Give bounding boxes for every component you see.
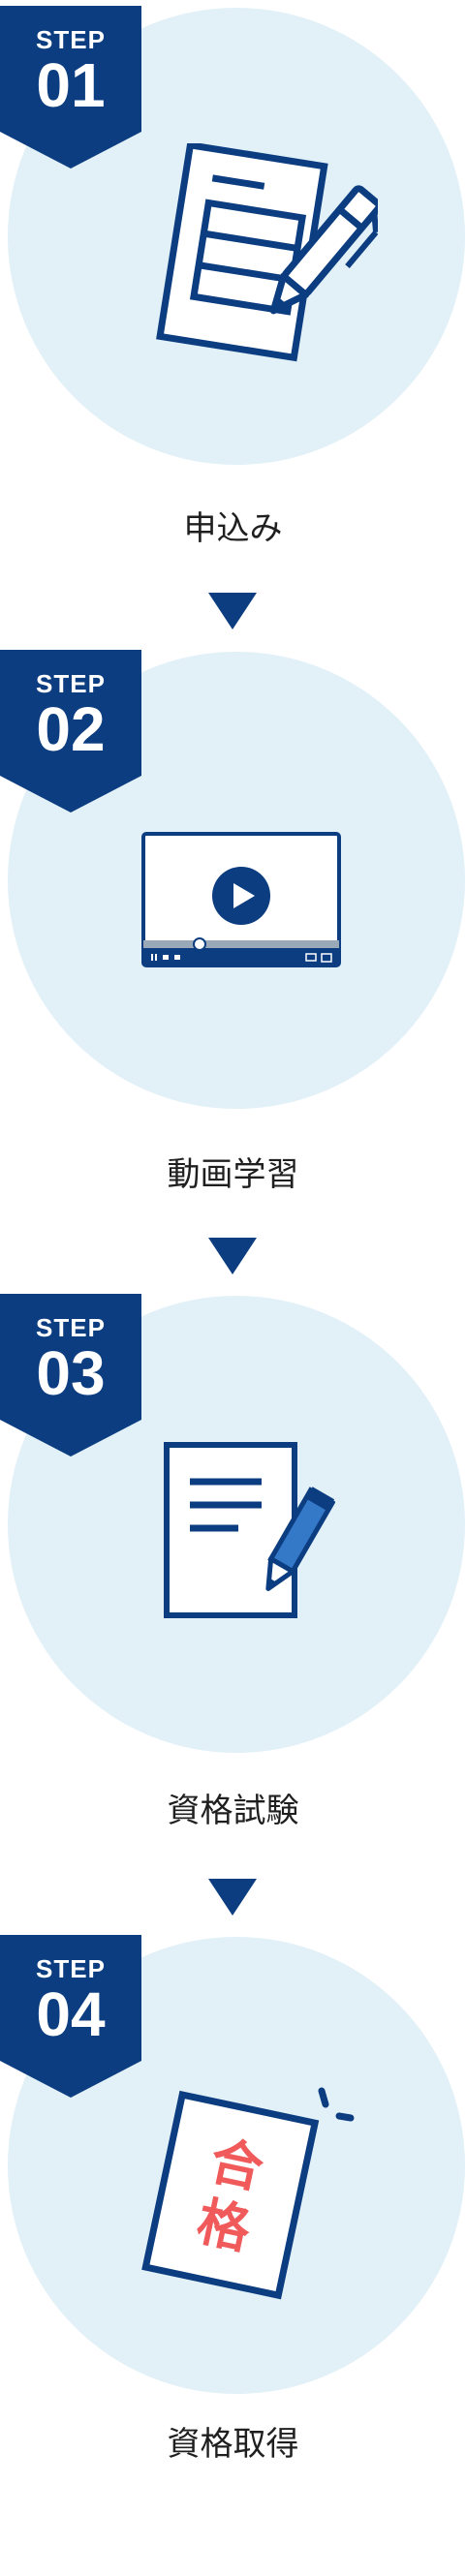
down-arrow-icon [208, 1879, 257, 1916]
step-label: STEP [36, 1313, 106, 1342]
down-arrow-icon [208, 593, 257, 629]
step-04: STEP 04 合 格 資格取得 [0, 1935, 466, 2576]
step-badge: STEP 02 [0, 650, 141, 814]
certificate-pass-icon: 合 格 [136, 2077, 358, 2304]
step-03: STEP 03 資格試験 [0, 1294, 466, 1935]
application-form-pen-icon [145, 140, 383, 380]
stamp-text-top: 合 [204, 2130, 268, 2200]
step-01: STEP 01 申込み [0, 6, 466, 647]
step-badge: STEP 04 [0, 1935, 141, 2100]
step-badge: STEP 03 [0, 1294, 141, 1458]
video-player-icon [141, 832, 341, 973]
step-title: 資格試験 [167, 1792, 299, 1830]
exam-paper-pencil-icon [161, 1441, 336, 1623]
step-badge: STEP 01 [0, 6, 141, 170]
step-label: STEP [36, 669, 106, 698]
step-title: 動画学習 [167, 1155, 299, 1194]
step-title: 申込み [183, 509, 283, 548]
step-label: STEP [36, 25, 106, 54]
step-number: 02 [36, 694, 106, 764]
step-title: 資格取得 [167, 2425, 299, 2464]
step-number: 03 [36, 1338, 106, 1408]
step-02: STEP 02 動画学習 [0, 650, 466, 1291]
step-number: 01 [36, 50, 106, 120]
down-arrow-icon [208, 1238, 257, 1274]
step-label: STEP [36, 1954, 106, 1983]
step-number: 04 [36, 1979, 106, 2049]
